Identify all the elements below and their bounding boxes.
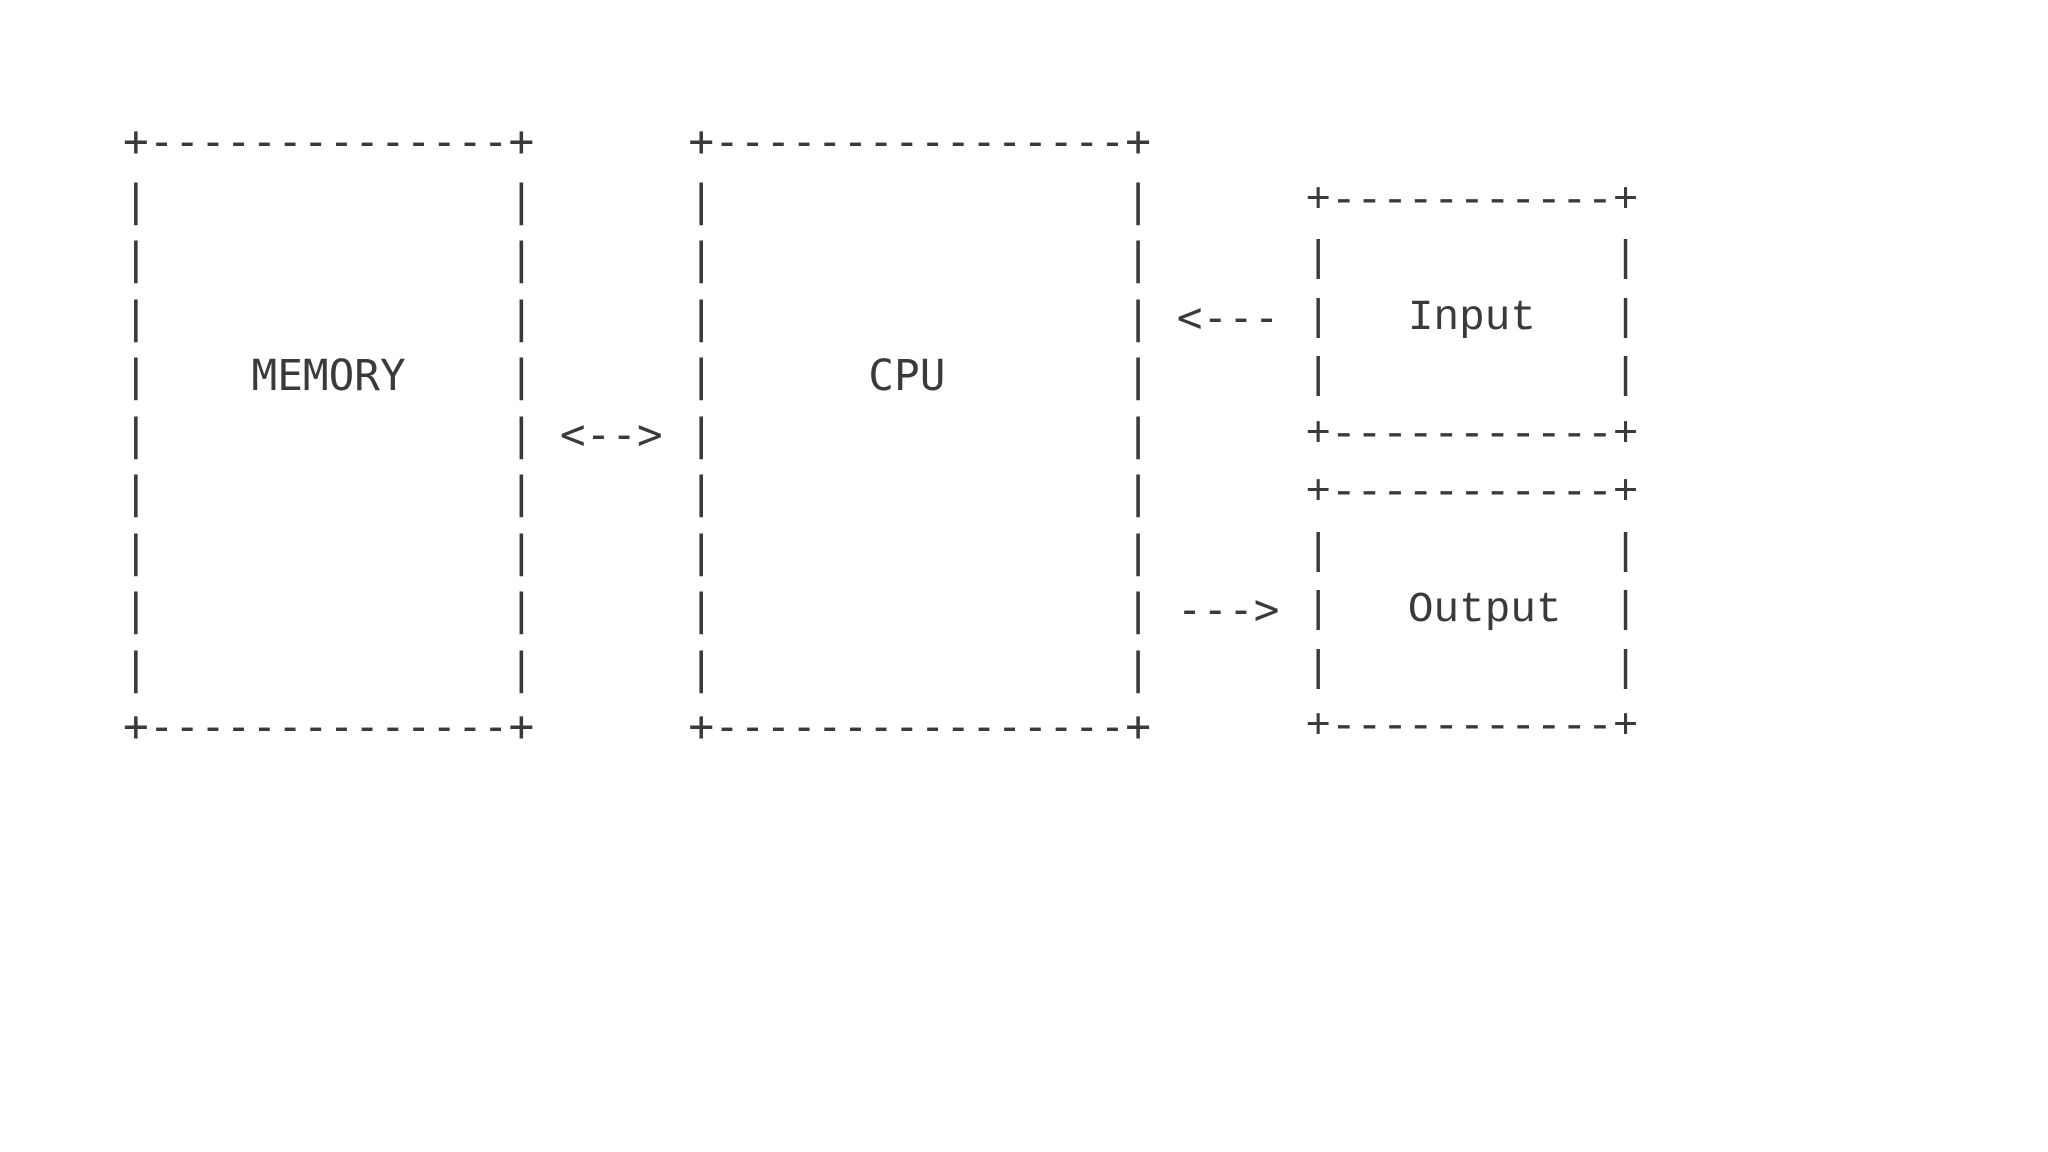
memory-cpu-bidirectional-arrow-icon: <--> [559, 409, 663, 460]
output-box: +-----------+ | | | Output | | | +------… [1305, 468, 1639, 751]
cpu-to-output-arrow-icon: ---> [1176, 585, 1280, 635]
input-to-cpu-arrow-icon: <--- [1176, 292, 1280, 343]
input-box: +-----------+ | | | Input | | | +-------… [1305, 175, 1639, 459]
memory-box: +--------------+ | | | | | | | MEMORY | … [123, 117, 535, 752]
cpu-box: +----------------+ | | | | | | | CPU | |… [688, 117, 1151, 752]
